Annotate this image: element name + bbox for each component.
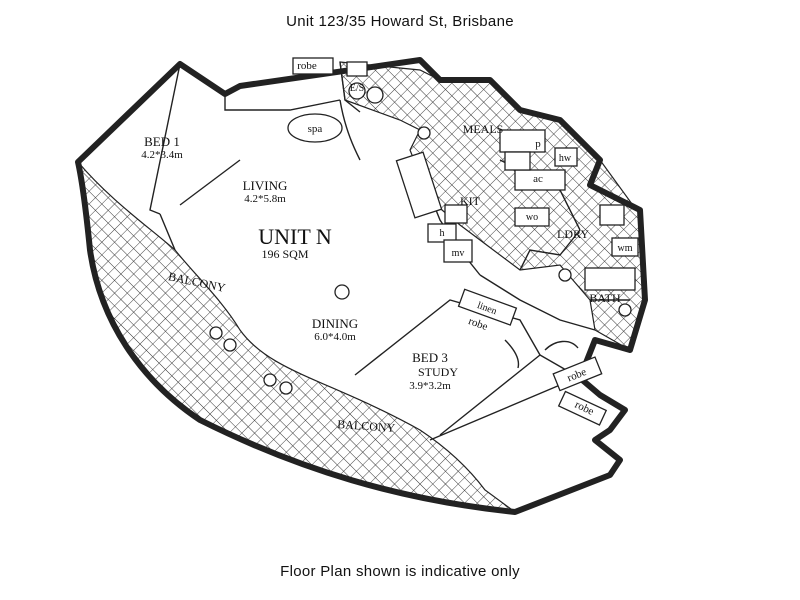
ac-label: ac — [533, 173, 543, 185]
outer-wall — [75, 57, 648, 515]
hotplate-label: h — [440, 228, 445, 239]
living-name: LIVING — [243, 178, 288, 193]
bed3-name2: STUDY — [418, 365, 458, 379]
plan-title: Unit 123/35 Howard St, Brisbane — [286, 13, 514, 30]
bed3-size: 3.9*3.2m — [409, 380, 451, 392]
bed3-name: BED 3 — [412, 350, 448, 365]
spa-label: spa — [308, 123, 323, 135]
meals-label: MEALS — [463, 122, 504, 136]
bath-label: BATH — [589, 291, 621, 305]
bed1-name: BED 1 — [144, 134, 180, 149]
wall-oven-label: wo — [526, 212, 538, 223]
robe-bed3-label: robe — [467, 315, 490, 333]
kitchen-label: KIT — [460, 194, 481, 208]
robe-top-label: robe — [297, 60, 317, 72]
dining-size: 6.0*4.0m — [314, 331, 356, 343]
dining-name: DINING — [312, 316, 358, 331]
unit-area: 196 SQM — [261, 247, 308, 261]
bed1-size: 4.2*3.4m — [141, 149, 183, 161]
pantry-label: p — [535, 138, 541, 150]
fixtures — [209, 57, 639, 426]
microwave-label: mv — [452, 248, 465, 259]
balcony-bottom-label: BALCONY — [337, 417, 396, 435]
laundry-label: LDRY — [557, 227, 589, 241]
unit-name: UNIT N — [258, 224, 332, 249]
ensuite-label: E/S — [350, 83, 364, 94]
washing-machine-label: wm — [618, 243, 633, 254]
hot-water-label: hw — [559, 153, 572, 164]
disclaimer-note: Floor Plan shown is indicative only — [280, 563, 520, 580]
living-size: 4.2*5.8m — [244, 193, 286, 205]
